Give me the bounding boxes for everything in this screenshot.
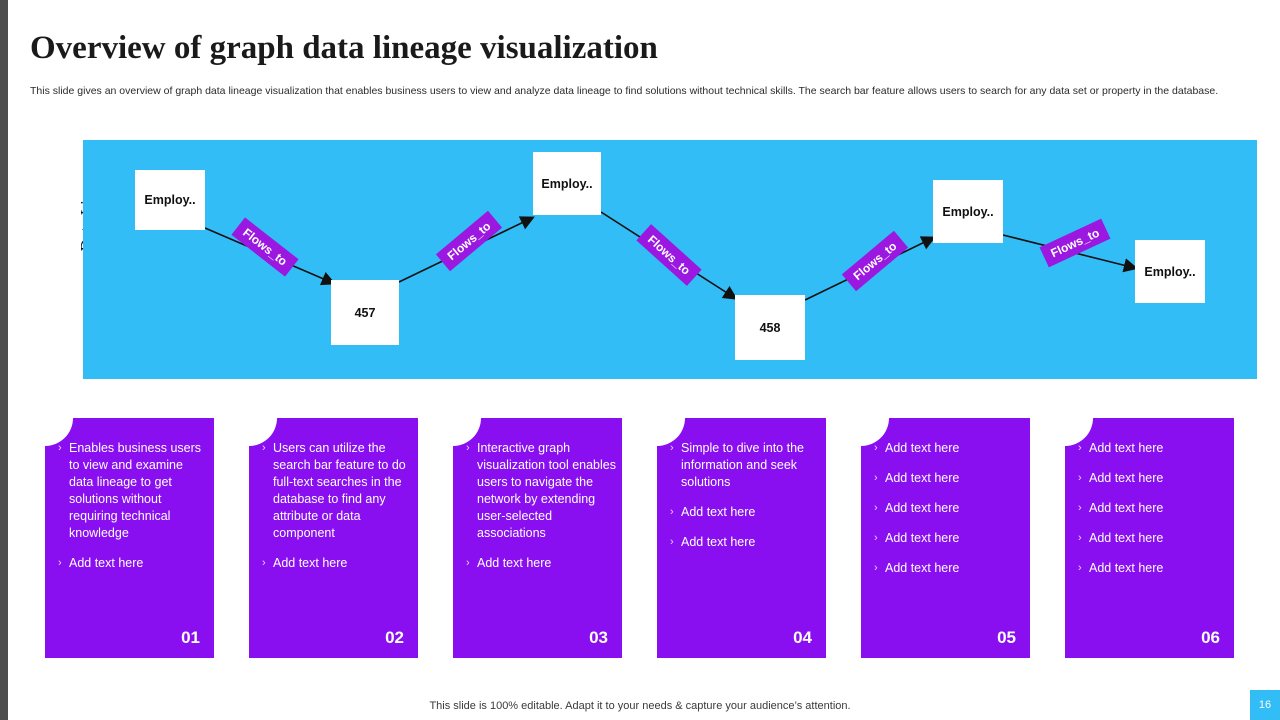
footer-note: This slide is 100% editable. Adapt it to… [429,700,851,712]
bullet-text: Add text here [885,501,960,515]
list-item: › Add text here [1078,440,1228,457]
chevron-right-icon: › [874,502,878,514]
chevron-right-icon: › [262,442,266,454]
lineage-diagram: Employ.. 457 Employ.. 458 Employ.. Emplo… [83,140,1257,379]
card-number: 01 [181,628,200,647]
list-item: › Add text here [874,500,1024,517]
list-item: › Add text here [874,530,1024,547]
card-bullets: › Users can utilize the search bar featur… [262,440,412,585]
list-item: › Add text here [58,555,208,572]
diagram-node[interactable]: Employ.. [1135,240,1205,303]
bullet-text: Add text here [1089,471,1164,485]
bullet-text: Add text here [681,505,756,519]
list-item: › Add text here [874,440,1024,457]
info-card-05[interactable]: › Add text here › Add text here › Add text … [861,418,1030,658]
chevron-right-icon: › [1078,562,1082,574]
list-item: › Add text here [874,560,1024,577]
node-label: 458 [759,320,781,335]
diagram-node[interactable]: Employ.. [135,170,205,230]
page-title: Overview of graph data lineage visualiza… [30,30,658,66]
node-label: Employ.. [1144,264,1196,279]
bullet-text: Add text here [1089,501,1164,515]
card-number: 06 [1201,628,1220,647]
bullet-text: Add text here [1089,531,1164,545]
card-top [45,418,214,446]
card-top [861,418,1030,446]
info-card-01[interactable]: › Enables business users to view and exam… [45,418,214,658]
diagram-node[interactable]: Employ.. [533,152,601,215]
node-label: Employ.. [942,204,994,219]
diagram-node[interactable]: Employ.. [933,180,1003,243]
bullet-text: Users can utilize the search bar feature… [273,441,406,540]
page-number-badge: 16 [1250,690,1280,720]
chevron-right-icon: › [874,472,878,484]
diagram-node[interactable]: 458 [735,295,805,360]
card-number: 05 [997,628,1016,647]
list-item: › Add text here [262,555,412,572]
chevron-right-icon: › [874,442,878,454]
info-card-02[interactable]: › Users can utilize the search bar featur… [249,418,418,658]
chevron-right-icon: › [466,442,470,454]
bullet-text: Add text here [1089,441,1164,455]
card-number: 02 [385,628,404,647]
card-bullets: › Add text here › Add text here › Add text … [874,440,1024,590]
chevron-right-icon: › [1078,502,1082,514]
list-item: › Add text here [1078,560,1228,577]
bullet-text: Enables business users to view and exami… [69,441,202,540]
card-bullets: › Interactive graph visualization tool en… [466,440,616,585]
card-top [453,418,622,446]
card-bullets: › Enables business users to view and exam… [58,440,208,585]
chevron-right-icon: › [670,536,674,548]
node-label: Employ.. [541,176,593,191]
list-item: › Interactive graph visualization tool en… [466,440,616,542]
bullet-text: Add text here [885,561,960,575]
card-top [249,418,418,446]
card-bullets: › Simple to dive into the information and… [670,440,820,564]
info-card-04[interactable]: › Simple to dive into the information and… [657,418,826,658]
bullet-text: Add text here [681,535,756,549]
card-bullets: › Add text here › Add text here › Add text … [1078,440,1228,590]
chevron-right-icon: › [1078,532,1082,544]
chevron-right-icon: › [670,506,674,518]
list-item: › Add text here [670,534,820,551]
chevron-right-icon: › [1078,442,1082,454]
card-top [1065,418,1234,446]
diagram-node[interactable]: 457 [331,280,399,345]
chevron-right-icon: › [1078,472,1082,484]
left-accent-bar [0,0,8,720]
chevron-right-icon: › [874,532,878,544]
info-card-03[interactable]: › Interactive graph visualization tool en… [453,418,622,658]
bullet-text: Add text here [885,471,960,485]
node-label: Employ.. [144,193,196,207]
card-number: 03 [589,628,608,647]
bullet-text: Add text here [1089,561,1164,575]
chevron-right-icon: › [262,557,266,569]
list-item: › Add text here [874,470,1024,487]
info-card-06[interactable]: › Add text here › Add text here › Add text … [1065,418,1234,658]
list-item: › Users can utilize the search bar featur… [262,440,412,542]
node-label: 457 [354,305,376,320]
chevron-right-icon: › [874,562,878,574]
bullet-text: Add text here [885,531,960,545]
list-item: › Enables business users to view and exam… [58,440,208,542]
list-item: › Simple to dive into the information and… [670,440,820,491]
bullet-text: Add text here [273,556,348,570]
list-item: › Add text here [1078,500,1228,517]
list-item: › Add text here [1078,530,1228,547]
list-item: › Add text here [1078,470,1228,487]
bullet-text: Simple to dive into the information and … [681,441,804,489]
chevron-right-icon: › [58,557,62,569]
page-description: This slide gives an overview of graph da… [30,85,1219,97]
bullet-text: Interactive graph visualization tool ena… [477,441,616,540]
list-item: › Add text here [670,504,820,521]
list-item: › Add text here [466,555,616,572]
bullet-text: Add text here [69,556,144,570]
card-top [657,418,826,446]
chevron-right-icon: › [670,442,674,454]
card-number: 04 [793,628,812,647]
chevron-right-icon: › [58,442,62,454]
chevron-right-icon: › [466,557,470,569]
bullet-text: Add text here [885,441,960,455]
bullet-text: Add text here [477,556,552,570]
